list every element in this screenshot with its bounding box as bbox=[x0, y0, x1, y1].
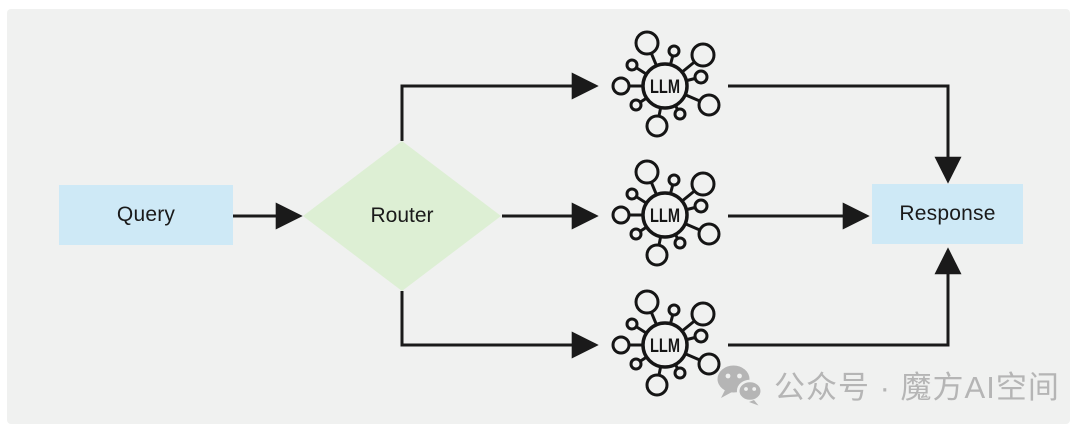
llm-node-bottom: LLM bbox=[611, 289, 721, 397]
query-label: Query bbox=[116, 203, 176, 226]
llm-node-middle: LLM bbox=[611, 159, 721, 267]
response-node: Response bbox=[872, 184, 1023, 244]
watermark: 公众号 · 魔方AI空间 bbox=[716, 362, 1060, 407]
llm-label-middle: LLM bbox=[650, 206, 680, 227]
edge-llm-top-to-response bbox=[728, 84, 962, 184]
llm-label-bottom: LLM bbox=[650, 336, 680, 357]
edge-router-to-llm-top bbox=[400, 72, 599, 141]
response-label: Response bbox=[899, 202, 996, 225]
router-label: Router bbox=[370, 204, 434, 227]
router-diamond bbox=[303, 141, 501, 291]
llm-label-top: LLM bbox=[650, 77, 680, 98]
watermark-text: 公众号 · 魔方AI空间 bbox=[774, 370, 1060, 405]
query-node: Query bbox=[59, 185, 233, 245]
llm-node-top: LLM bbox=[611, 30, 721, 138]
edge-router-to-llm-bottom bbox=[400, 291, 599, 359]
wechat-icon bbox=[717, 365, 763, 405]
edge-llm-bottom-to-response bbox=[728, 247, 962, 347]
router-node: Router bbox=[303, 141, 501, 291]
